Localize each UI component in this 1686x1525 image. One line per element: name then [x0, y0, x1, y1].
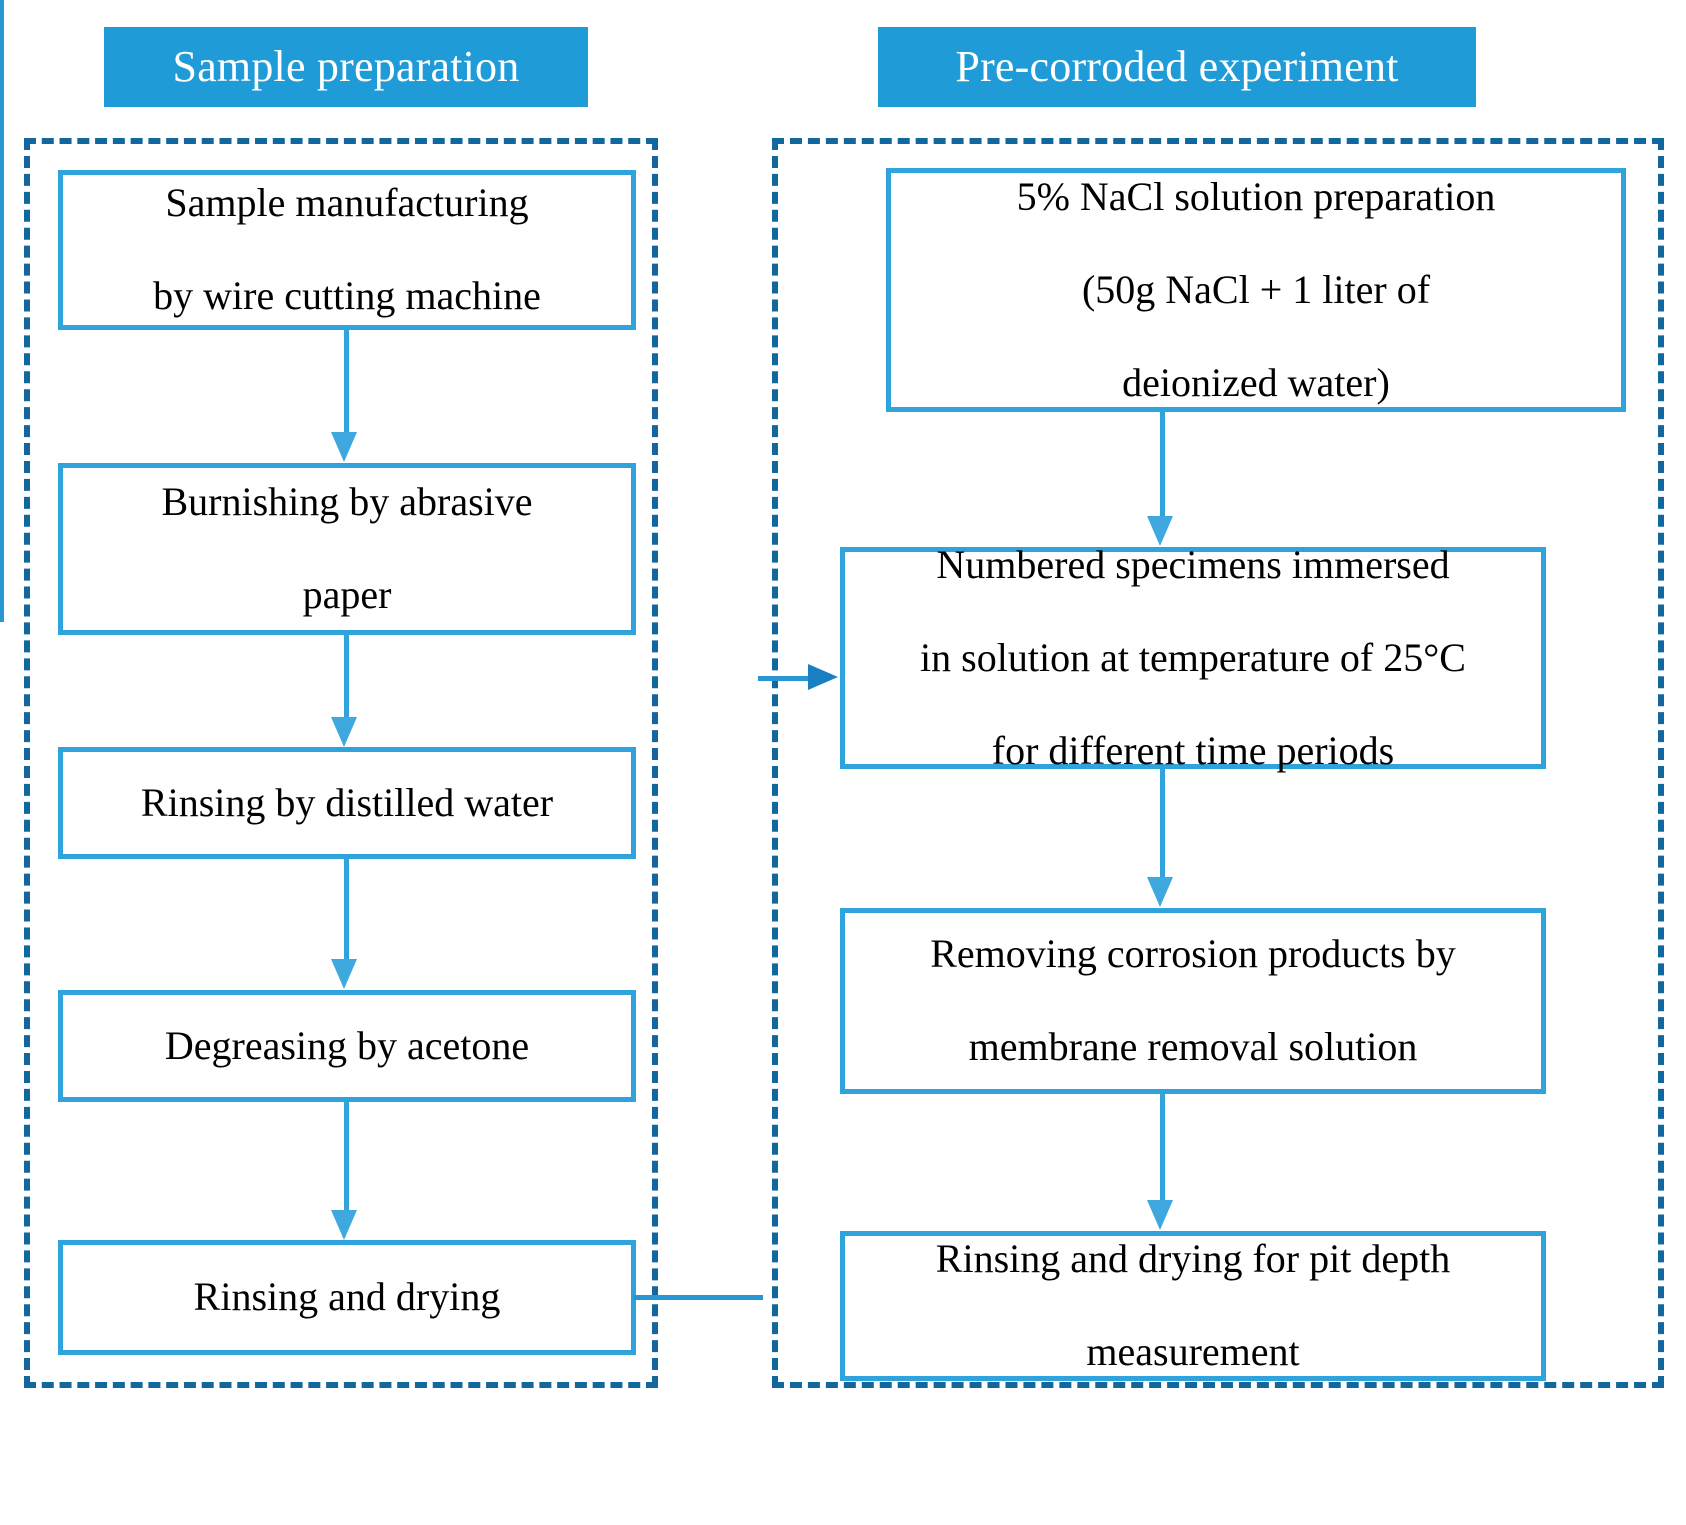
text-line: membrane removal solution — [968, 1024, 1418, 1070]
connector-line-r3-r4 — [1160, 1094, 1165, 1202]
process-box-text: Removing corrosion products by membrane … — [855, 931, 1531, 1070]
group-panel-sample-preparation — [24, 138, 658, 1388]
column-header-label: Sample preparation — [172, 42, 520, 91]
connector-line-l5-riser — [0, 0, 4, 622]
process-box-text: Rinsing and drying — [193, 1274, 501, 1320]
process-box-rinsing-drying-pit-depth[interactable]: Rinsing and drying for pit depth measure… — [840, 1231, 1546, 1381]
text-line: by wire cutting machine — [153, 273, 541, 319]
text-line: in solution at temperature of 25°C — [920, 634, 1466, 680]
connector-line-l4-l5 — [344, 1102, 349, 1212]
process-box-numbered-specimens-immersed[interactable]: Numbered specimens immersed in solution … — [840, 542, 1546, 773]
process-box-degreasing-acetone[interactable]: Degreasing by acetone — [58, 990, 636, 1102]
text-line: Removing corrosion products by — [930, 931, 1456, 977]
connector-line-l2-l3 — [344, 635, 349, 719]
column-header-sample-preparation: Sample preparation — [104, 27, 588, 107]
text-line: deionized water) — [1122, 359, 1390, 405]
text-line: Numbered specimens immersed — [936, 542, 1450, 588]
process-box-sample-manufacturing[interactable]: Sample manufacturing by wire cutting mac… — [58, 170, 636, 330]
arrow-down-icon — [331, 432, 357, 462]
arrow-down-icon — [1147, 516, 1173, 546]
connector-line-l3-l4 — [344, 859, 349, 961]
arrow-down-icon — [1147, 1200, 1173, 1230]
process-box-text: Sample manufacturing by wire cutting mac… — [73, 180, 621, 319]
text-line: measurement — [1086, 1329, 1300, 1375]
arrow-right-icon — [808, 664, 838, 690]
text-line: 5% NaCl solution preparation — [1016, 174, 1496, 220]
text-line: paper — [302, 572, 392, 618]
process-box-text: Rinsing by distilled water — [140, 779, 554, 825]
group-panel-pre-corroded-experiment — [772, 138, 1664, 1388]
process-box-burnishing[interactable]: Burnishing by abrasive paper — [58, 463, 636, 635]
column-header-label: Pre-corroded experiment — [955, 42, 1399, 91]
process-box-nacl-solution-preparation[interactable]: 5% NaCl solution preparation (50g NaCl +… — [886, 168, 1626, 412]
arrow-down-icon — [331, 1210, 357, 1240]
process-box-text: Numbered specimens immersed in solution … — [855, 542, 1531, 774]
arrow-down-icon — [331, 717, 357, 747]
text-line: Rinsing and drying for pit depth — [935, 1236, 1451, 1282]
process-box-text: Degreasing by acetone — [164, 1022, 530, 1068]
process-box-text: Burnishing by abrasive paper — [73, 479, 621, 618]
process-box-rinsing-distilled-water[interactable]: Rinsing by distilled water — [58, 747, 636, 859]
connector-line-l5-exit — [633, 1295, 763, 1300]
column-header-pre-corroded-experiment: Pre-corroded experiment — [878, 27, 1476, 107]
process-box-text: 5% NaCl solution preparation (50g NaCl +… — [901, 174, 1611, 406]
connector-line-r1-r2 — [1160, 412, 1165, 518]
arrow-down-icon — [1147, 877, 1173, 907]
arrow-down-icon — [331, 959, 357, 989]
text-line: for different time periods — [991, 727, 1395, 773]
process-box-text: Rinsing and drying for pit depth measure… — [855, 1236, 1531, 1375]
connector-line-r2-r3 — [1160, 769, 1165, 879]
text-line: (50g NaCl + 1 liter of — [1081, 266, 1431, 312]
process-box-rinsing-and-drying[interactable]: Rinsing and drying — [58, 1240, 636, 1355]
process-box-removing-corrosion-products[interactable]: Removing corrosion products by membrane … — [840, 908, 1546, 1094]
connector-line-r2-entry — [758, 676, 814, 681]
text-line: Sample manufacturing — [165, 180, 529, 226]
text-line: Burnishing by abrasive — [161, 479, 533, 525]
connector-line-l1-l2 — [344, 330, 349, 434]
